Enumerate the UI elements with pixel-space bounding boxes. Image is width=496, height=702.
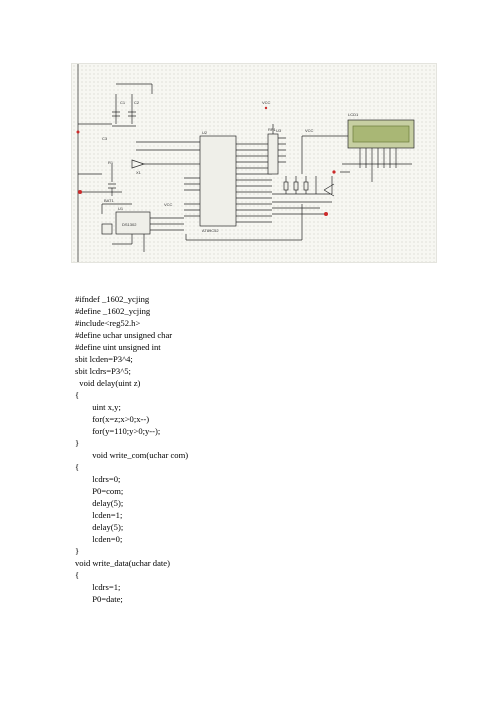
code-line: } [75, 546, 80, 556]
code-line: P0=com; [75, 486, 124, 496]
code-line: void write_data(uchar date) [75, 558, 170, 568]
label-lcd1: LCD1 [348, 112, 359, 117]
code-line: uint x,y; [75, 402, 121, 412]
code-line: #include<reg52.h> [75, 318, 141, 328]
code-line: { [75, 390, 80, 400]
circuit-schematic-image: C1 C2 C3 U2 U3 U1 LCD1 RP1 R1 X1 BAT1 DS… [71, 63, 437, 263]
code-line: #define uint unsigned int [75, 342, 161, 352]
code-line: lcden=1; [75, 510, 123, 520]
label-u2: U2 [202, 130, 208, 135]
code-line: P0=date; [75, 594, 123, 604]
label-vcc-b: VCC [305, 128, 314, 133]
label-ds1302: DS1302 [122, 222, 137, 227]
code-line: void write_com(uchar com) [75, 450, 189, 460]
label-c1: C1 [120, 100, 126, 105]
code-line: delay(5); [75, 522, 124, 532]
code-line: lcden=0; [75, 534, 123, 544]
code-line: for(y=110;y>0;y--); [75, 426, 161, 436]
label-mcu: AT89C52 [202, 228, 219, 233]
code-listing: #ifndef _1602_ycjing #define _1602_ycjin… [75, 293, 435, 605]
code-line: void delay(uint z) [75, 378, 141, 388]
label-c2: C2 [134, 100, 140, 105]
label-rp1: RP1 [268, 127, 277, 132]
code-line: #define _1602_ycjing [75, 306, 151, 316]
code-line: #ifndef _1602_ycjing [75, 294, 150, 304]
code-line: { [75, 570, 80, 580]
label-r1: R1 [108, 160, 114, 165]
code-line: for(x=z;x>0;x--) [75, 414, 150, 424]
code-line: { [75, 462, 80, 472]
schematic-drawing: C1 C2 C3 U2 U3 U1 LCD1 RP1 R1 X1 BAT1 DS… [76, 64, 415, 262]
code-line: } [75, 438, 80, 448]
code-line: lcdrs=0; [75, 474, 121, 484]
label-u1: U1 [118, 206, 124, 211]
label-u3: U3 [276, 128, 282, 133]
code-line: sbit lcden=P3^4; [75, 354, 133, 364]
code-line: delay(5); [75, 498, 124, 508]
label-c3: C3 [102, 136, 108, 141]
code-line: #define uchar unsigned char [75, 330, 173, 340]
label-vcc-a: VCC [262, 100, 271, 105]
label-bat1: BAT1 [104, 198, 114, 203]
label-vcc-c: VCC [164, 202, 173, 207]
code-line: sbit lcdrs=P3^5; [75, 366, 131, 376]
code-line: lcdrs=1; [75, 582, 121, 592]
label-x1: X1 [136, 170, 142, 175]
